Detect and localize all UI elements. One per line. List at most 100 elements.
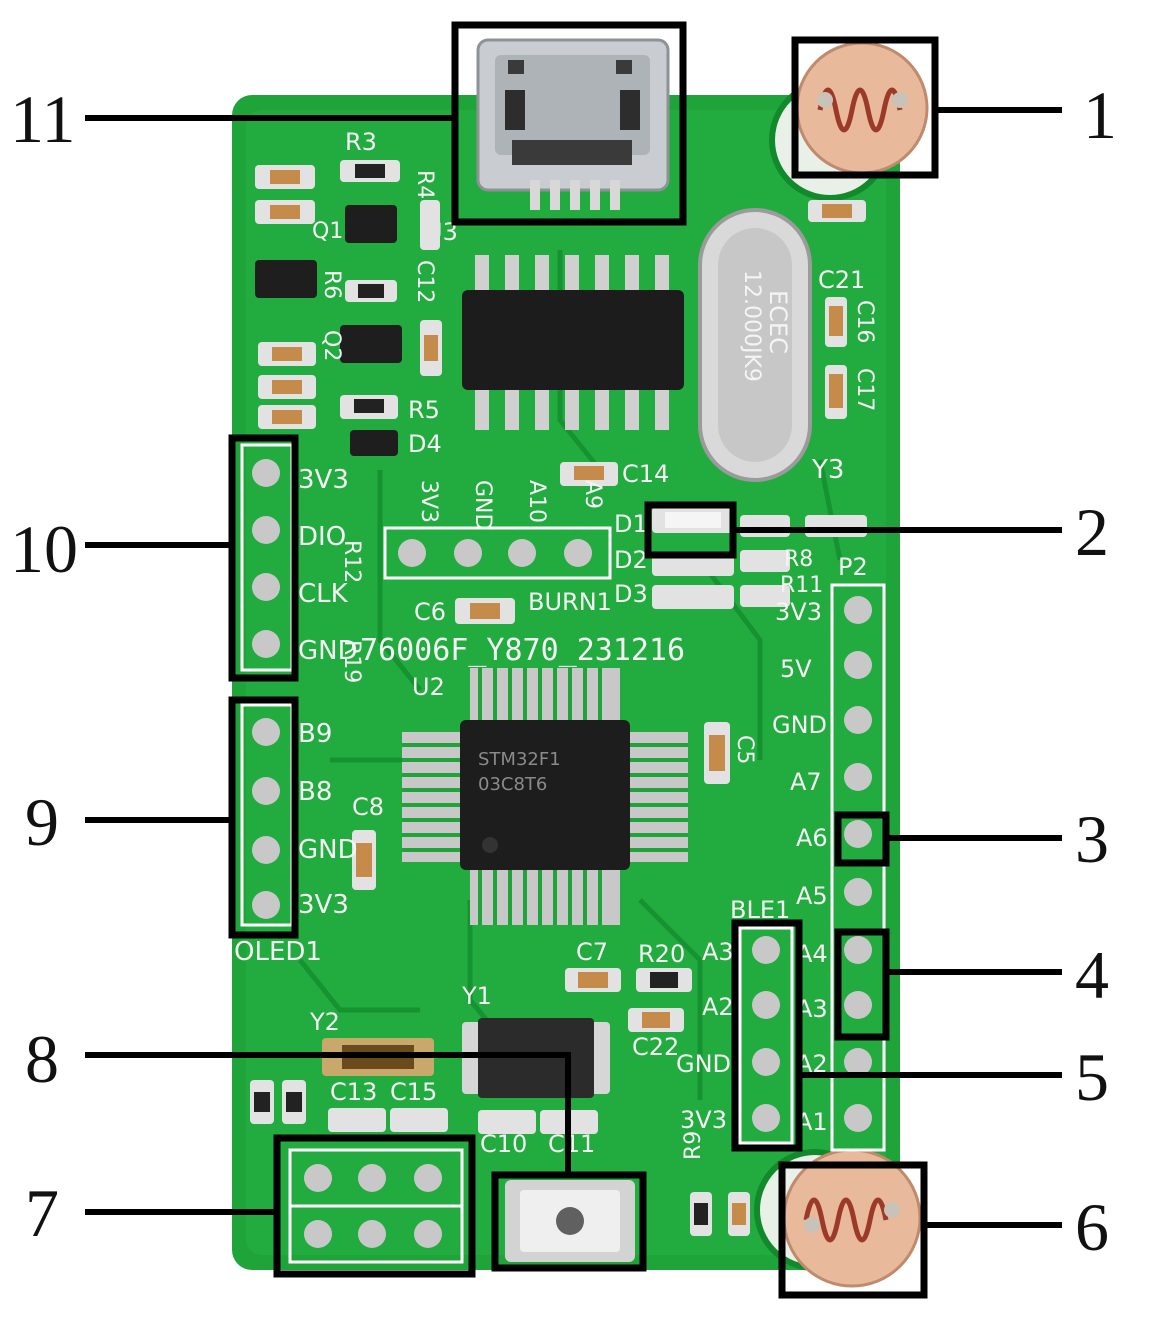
frame-6	[778, 1161, 928, 1299]
callout-7: 7	[25, 1175, 59, 1251]
leader-8	[85, 1052, 571, 1175]
label-c17: C17	[852, 368, 877, 411]
label-r19: R19	[339, 640, 364, 683]
label-r9: R9	[681, 1131, 706, 1160]
frame-11	[451, 21, 687, 226]
sensor-pin-2: CLK	[298, 579, 349, 609]
header-ble-pins	[738, 926, 794, 1145]
callout-3: 3	[1075, 801, 1109, 877]
label-r5: R5	[408, 396, 440, 424]
label-r12: R12	[339, 540, 364, 583]
label-c8: C8	[352, 793, 384, 821]
sensor-pin-3: GND	[298, 636, 358, 666]
oled-pin-3: 3V3	[298, 890, 349, 920]
callout-labels: 1 2 3 4 5 6 7 8 9 10 11	[10, 77, 1117, 1265]
burn-pin-0: 3V3	[416, 480, 441, 523]
label-c5: C5	[732, 735, 757, 764]
label-r4: R4	[412, 170, 437, 199]
ble-pin-2: GND	[676, 1050, 731, 1078]
mcu-u2: STM32F1 03C8T6	[402, 668, 688, 925]
label-r11: R11	[780, 573, 823, 598]
label-c6: C6	[414, 598, 446, 626]
label-y3: Y3	[811, 455, 844, 485]
p2-pin-5: A5	[796, 882, 828, 910]
p2-pin-2: GND	[772, 711, 827, 739]
oled-pin-0: B9	[298, 719, 332, 749]
label-q1: Q1	[312, 219, 343, 244]
header-p2-pins	[830, 583, 886, 1152]
callout-9: 9	[25, 784, 59, 860]
label-d3: D3	[614, 580, 648, 608]
label-r3: R3	[345, 128, 377, 156]
callout-2: 2	[1075, 494, 1109, 570]
label-c16: C16	[852, 300, 877, 343]
label-p2: P2	[838, 553, 868, 581]
header-jumper-block	[288, 1148, 464, 1264]
header-burn-pins	[383, 526, 612, 580]
burn-pin-2: A10	[524, 480, 549, 523]
callout-6: 6	[1075, 1189, 1109, 1265]
smd-components	[250, 160, 867, 1236]
frame-10	[228, 434, 299, 682]
board-id-text: 76006F_Y870_231216	[360, 633, 685, 668]
leader-lines	[85, 107, 1062, 1228]
ble-pin-1: A2	[702, 993, 734, 1021]
label-r8: R8	[784, 547, 813, 572]
callout-5: 5	[1075, 1039, 1109, 1115]
callout-4: 4	[1075, 937, 1109, 1013]
ble-pin-0: A3	[702, 938, 734, 966]
p2-pin-4: A6	[796, 824, 828, 852]
micro-usb-connector	[476, 38, 670, 210]
component-reference-labels: R3 R4 Q1 R6 C12 Q2 R5 D4 C14 C21 C16 C17…	[312, 128, 877, 1160]
label-c15: C15	[390, 1078, 437, 1106]
callout-8: 8	[25, 1021, 59, 1097]
burn-pin-3: A9	[580, 480, 605, 509]
label-c11: C11	[548, 1130, 595, 1158]
p2-pin-1: 5V	[780, 655, 812, 683]
label-ble: BLE1	[730, 896, 790, 924]
label-y2: Y2	[309, 1008, 340, 1036]
crystal-brand-text: ECEC	[764, 290, 792, 354]
ble-pin-3: 3V3	[680, 1106, 727, 1134]
crystal-freq-text: 12.000JK9	[739, 270, 764, 382]
oled-pin-2: GND	[298, 835, 358, 865]
label-r6: R6	[319, 270, 344, 299]
label-d4: D4	[408, 430, 442, 458]
label-c7: C7	[576, 938, 608, 966]
p2-pin-3: A7	[790, 768, 822, 796]
crystal-y3: ECEC 12.000JK9	[698, 208, 812, 482]
label-c21: C21	[818, 266, 865, 294]
label-burn: BURN1	[528, 588, 612, 616]
mcu-text-line1: STM32F1	[478, 749, 561, 770]
sensor-pin-0: 3V3	[298, 465, 349, 495]
callout-1: 1	[1083, 77, 1117, 153]
label-c12: C12	[412, 260, 437, 303]
label-c14: C14	[622, 460, 669, 488]
label-oled: OLED1	[234, 937, 322, 967]
label-u2: U2	[412, 673, 445, 701]
frame-5	[731, 919, 803, 1152]
label-y1: Y1	[461, 982, 492, 1010]
callout-11: 11	[10, 81, 75, 157]
label-c22: C22	[632, 1033, 679, 1061]
frame-7	[273, 1134, 476, 1278]
p2-pin-0: 3V3	[775, 598, 822, 626]
chip-u3	[462, 255, 684, 430]
header-oled-pins	[240, 703, 294, 927]
mcu-text-line2: 03C8T6	[478, 774, 547, 795]
label-c13: C13	[330, 1078, 377, 1106]
label-d2: D2	[614, 546, 648, 574]
label-q2: Q2	[319, 330, 344, 361]
photoresistor-bottom	[782, 1148, 922, 1288]
frame-4	[834, 928, 890, 1041]
tactile-button	[505, 1180, 635, 1262]
photoresistor-top	[795, 41, 929, 175]
oled-pin-1: B8	[298, 777, 332, 807]
highlight-frames	[228, 21, 939, 1299]
callout-10: 10	[10, 511, 78, 587]
burn-pin-1: GND	[470, 480, 495, 530]
label-r20: R20	[638, 940, 685, 968]
label-c10: C10	[480, 1130, 527, 1158]
label-d1: D1	[614, 510, 648, 538]
